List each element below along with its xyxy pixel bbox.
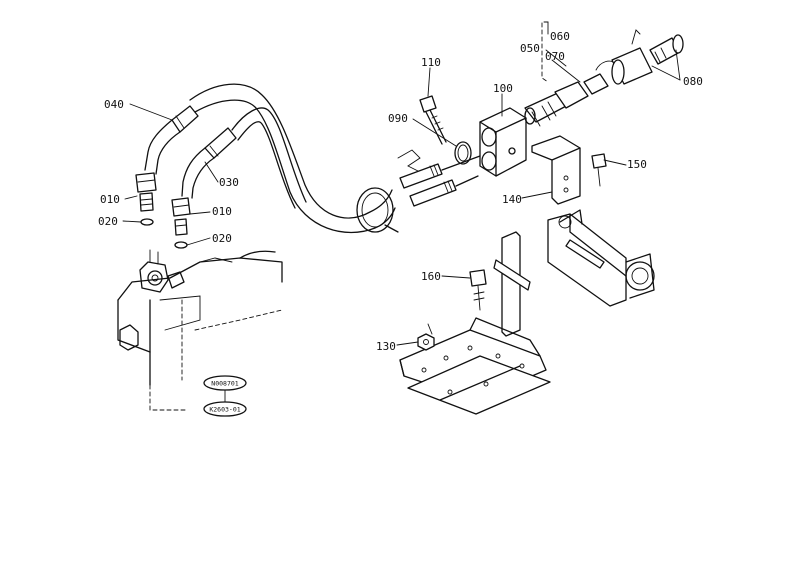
ring-090 <box>454 141 472 165</box>
hose-clamp <box>356 187 399 233</box>
dash-bracket <box>541 21 549 83</box>
fitting-set <box>135 172 191 249</box>
bracket-140 <box>531 135 581 205</box>
bolt-160 <box>469 269 487 311</box>
serial-number-badge: N008701 K2603-01 <box>203 375 247 417</box>
label-020-left: 020 <box>98 215 118 228</box>
floor-plate-assembly <box>399 231 551 415</box>
label-050: 050 <box>520 42 540 55</box>
part-labels: 040 030 010 020 010 020 110 090 100 050 … <box>98 30 703 353</box>
valve-block-100 <box>479 107 527 177</box>
bolt-150 <box>591 153 607 187</box>
label-030: 030 <box>219 176 239 189</box>
label-040: 040 <box>104 98 124 111</box>
mounting-bracket <box>547 209 655 307</box>
label-130: 130 <box>376 340 396 353</box>
solenoid-050 <box>524 81 589 127</box>
label-090: 090 <box>388 112 408 125</box>
label-100: 100 <box>493 82 513 95</box>
label-160: 160 <box>421 270 441 283</box>
coil-080 <box>611 29 684 85</box>
label-080: 080 <box>683 75 703 88</box>
serial-top-text: N008701 <box>211 380 238 388</box>
spring-clip <box>397 149 421 173</box>
connector-070 <box>583 60 617 95</box>
serial-bottom-text: K2603-01 <box>209 406 240 414</box>
label-150: 150 <box>627 158 647 171</box>
label-070: 070 <box>545 50 565 63</box>
label-010-left: 010 <box>100 193 120 206</box>
label-020-right: 020 <box>212 232 232 245</box>
label-140: 140 <box>502 193 522 206</box>
hose-pair <box>144 83 396 234</box>
nut-130 <box>417 323 435 351</box>
label-010-right: 010 <box>212 205 232 218</box>
machine-housing <box>117 249 283 411</box>
leader-lines <box>122 21 681 346</box>
label-110: 110 <box>421 56 441 69</box>
pipe-fittings <box>399 155 481 207</box>
label-060: 060 <box>550 30 570 43</box>
bolt-110 <box>419 95 447 145</box>
